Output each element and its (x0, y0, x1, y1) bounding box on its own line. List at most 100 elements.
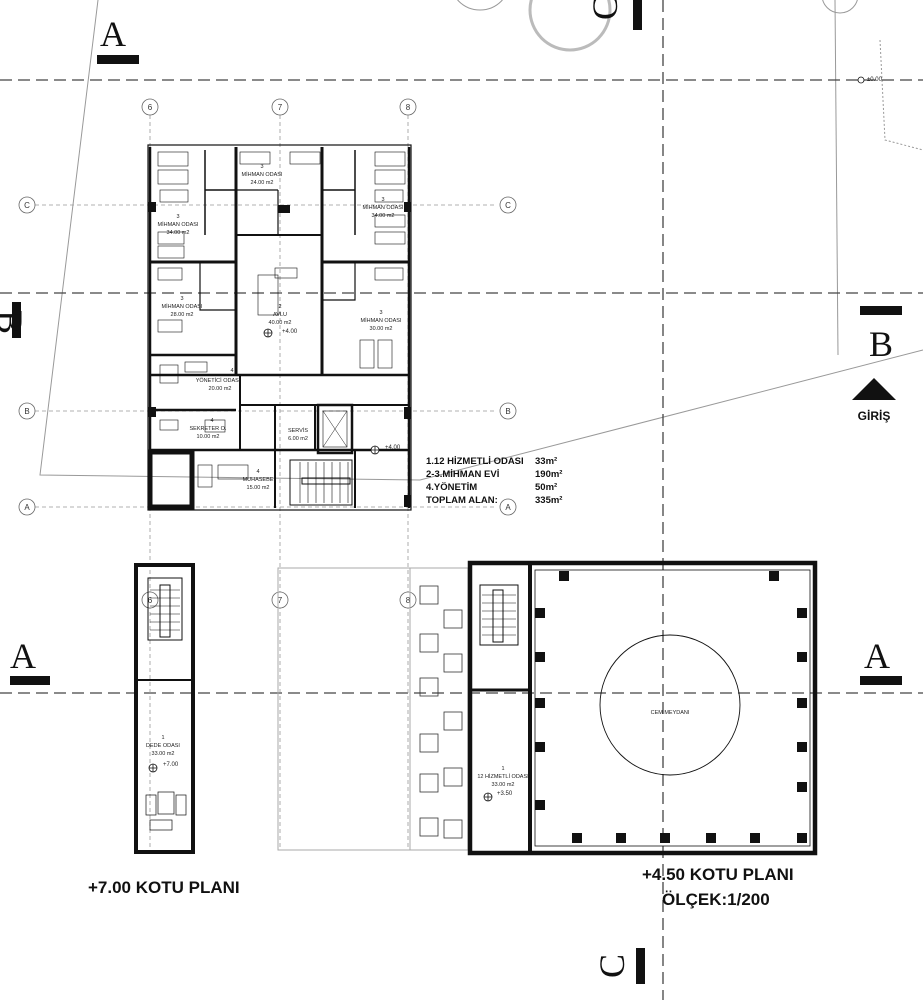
svg-text:CEM MEYDANI: CEM MEYDANI (651, 710, 690, 716)
svg-text:8: 8 (406, 596, 411, 605)
svg-text:C: C (505, 201, 511, 210)
svg-text:3: 3 (176, 214, 179, 220)
svg-text:6: 6 (148, 103, 153, 112)
section-marker-c-bottom: C (592, 948, 645, 984)
grid-bubbles: 6 7 8 C B A C B A 6 7 8 (18, 98, 517, 609)
grid-bubble-7-mid: 7 (271, 591, 289, 609)
plan-plus45 (467, 560, 818, 856)
svg-text:DEDE ODASI: DEDE ODASI (146, 743, 180, 749)
svg-text:40.00 m2: 40.00 m2 (269, 320, 292, 326)
section-marker-b-left: B (0, 302, 30, 338)
svg-text:B: B (505, 407, 510, 416)
section-marker-b-right: B (860, 306, 902, 364)
svg-text:A: A (864, 636, 890, 676)
svg-text:34.00 m2: 34.00 m2 (167, 230, 190, 236)
title-plus7-plan: +7.00 KOTU PLANI (88, 878, 240, 897)
svg-text:7: 7 (278, 103, 283, 112)
svg-text:C: C (592, 954, 632, 978)
svg-text:10.00 m2: 10.00 m2 (197, 434, 220, 440)
section-marker-a-right: A (860, 636, 902, 685)
svg-text:A: A (505, 503, 511, 512)
svg-text:+3.50: +3.50 (497, 791, 513, 797)
svg-text:4: 4 (256, 469, 259, 475)
courtyard-ghost (277, 567, 469, 851)
svg-text:50m²: 50m² (535, 482, 557, 493)
room-label-r11: 1 DEDE ODASI 33.00 m2 (146, 735, 180, 757)
svg-text:34.00 m2: 34.00 m2 (372, 213, 395, 219)
svg-text:+7.00: +7.00 (163, 762, 179, 768)
svg-text:MUHASEBE: MUHASEBE (243, 477, 274, 483)
svg-text:C: C (24, 201, 30, 210)
svg-text:3: 3 (260, 164, 263, 170)
grid-bubble-b-left: B (18, 402, 36, 420)
grid-bubble-7-top: 7 (271, 98, 289, 116)
svg-text:MİHMAN ODASI: MİHMAN ODASI (242, 171, 283, 178)
svg-text:2-3.MİHMAN EVİ: 2-3.MİHMAN EVİ (426, 469, 499, 480)
grid-bubble-c-right: C (499, 196, 517, 214)
svg-text:1: 1 (501, 766, 504, 772)
svg-text:33.00 m2: 33.00 m2 (152, 751, 175, 757)
svg-text:15.00 m2: 15.00 m2 (247, 485, 270, 491)
svg-text:8: 8 (406, 103, 411, 112)
svg-text:TOPLAM ALAN:: TOPLAM ALAN: (426, 495, 498, 506)
grid-bubble-6-mid: 6 (141, 591, 159, 609)
legend-row-4: TOPLAM ALAN:335m² (426, 495, 562, 506)
grid-bubble-8-mid: 8 (399, 591, 417, 609)
svg-text:SEKRETER O.: SEKRETER O. (190, 426, 227, 432)
svg-text:SERVİS: SERVİS (288, 427, 308, 434)
level-mark-plus7: +7.00 (148, 762, 179, 773)
room-label-r12: 1 12 HİZMETLİ ODASI 33.00 m2 (477, 766, 529, 788)
svg-text:4.YÖNETİM: 4.YÖNETİM (426, 482, 477, 493)
svg-text:AVLU: AVLU (273, 312, 287, 318)
svg-text:24.00 m2: 24.00 m2 (251, 180, 274, 186)
svg-text:+4.00: +4.00 (385, 445, 401, 451)
grid-bubble-a-right: A (499, 498, 517, 516)
level-mark-plus35: +3.50 (483, 791, 513, 802)
scale-label: ÖLÇEK:1/200 (662, 890, 770, 909)
level-mark-hall: +4.00 (370, 445, 401, 455)
legend-row-3: 4.YÖNETİM 50m² (426, 482, 557, 493)
svg-text:A: A (100, 14, 126, 54)
svg-text:3: 3 (381, 197, 384, 203)
svg-text:4: 4 (230, 368, 233, 374)
svg-text:4: 4 (210, 418, 213, 424)
legend-row-2: 2-3.MİHMAN EVİ 190m² (426, 469, 562, 480)
plan-plus7 (134, 563, 195, 854)
svg-text:30.00 m2: 30.00 m2 (370, 326, 393, 332)
svg-text:1.12 HİZMETLİ ODASI: 1.12 HİZMETLİ ODASI (426, 456, 524, 467)
title-plus45-plan: +4.50 KOTU PLANI (642, 865, 794, 884)
svg-text:3: 3 (180, 296, 183, 302)
svg-text:2: 2 (278, 304, 281, 310)
svg-text:GİRİŞ: GİRİŞ (858, 408, 891, 423)
svg-text:6: 6 (148, 596, 153, 605)
grid-bubble-a-left: A (18, 498, 36, 516)
grid-bubble-c-left: C (18, 196, 36, 214)
svg-text:20.00 m2: 20.00 m2 (209, 386, 232, 392)
svg-text:±0.00: ±0.00 (867, 77, 883, 83)
svg-text:6.00 m2: 6.00 m2 (288, 436, 308, 442)
level-mark-site: ±0.00 (857, 76, 883, 84)
grid-bubble-6-top: 6 (141, 98, 159, 116)
svg-text:+4.00: +4.00 (282, 329, 298, 335)
plan-plus45-columns (535, 571, 807, 843)
grid-bubble-b-right: B (499, 402, 517, 420)
site-context (39, 0, 923, 481)
svg-text:190m²: 190m² (535, 469, 562, 480)
entrance-marker: GİRİŞ (852, 378, 896, 423)
room-label-cem: CEM MEYDANI (651, 710, 690, 716)
svg-text:MİHMAN ODASI: MİHMAN ODASI (363, 204, 404, 211)
svg-text:1: 1 (161, 735, 164, 741)
grid-bubble-8-top: 8 (399, 98, 417, 116)
section-marker-c-top: C (585, 0, 642, 30)
svg-text:33.00 m2: 33.00 m2 (492, 782, 515, 788)
